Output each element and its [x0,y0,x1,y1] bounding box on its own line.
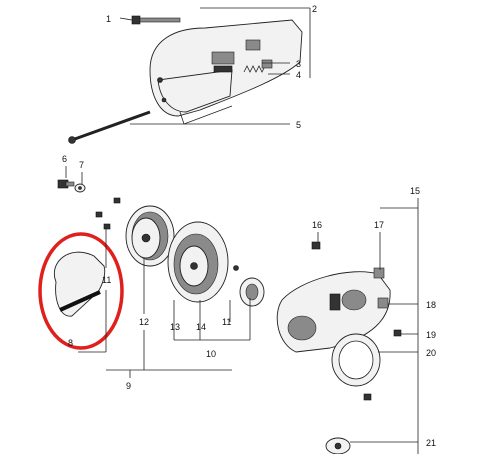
nut-18 [377,297,389,309]
callout-14: 14 [196,322,206,332]
gasket-ring-20 [331,333,381,387]
bolt-1 [131,15,181,25]
nut-17 [373,267,385,279]
callout-8: 8 [68,338,73,348]
callout-7: 7 [79,160,84,170]
callout-10: 10 [206,349,216,359]
callout-2: 2 [312,4,317,14]
belt-guard-cover [149,19,303,125]
spring-2 [243,65,266,73]
callout-1: 1 [106,14,111,24]
drive-pulley [125,205,175,267]
bearing-11 [239,277,265,307]
callout-16: 16 [312,220,322,230]
tensioner-housing [276,271,391,353]
part-21 [325,437,351,454]
screw-19 [393,329,402,337]
clutch-drum [167,221,229,303]
callout-19: 19 [426,330,436,340]
callout-11-left: 11 [102,275,111,285]
screw-16 [311,241,321,250]
screw-misc [363,393,372,401]
small-washer [233,265,239,271]
washer-7 [74,183,86,193]
callout-20: 20 [426,348,436,358]
middle-leader-lines [78,228,251,378]
right-leader-lines [317,198,419,454]
highlight-ellipse [38,232,124,350]
callout-9: 9 [126,381,131,391]
callout-12: 12 [139,317,149,327]
drive-belt [53,251,106,317]
callout-3: 3 [296,59,301,69]
callout-17: 17 [374,220,384,230]
callout-4: 4 [296,70,301,80]
callout-15: 15 [410,186,420,196]
callout-13: 13 [170,322,180,332]
callout-11-right: 11 [222,317,231,327]
callout-5: 5 [296,120,301,130]
screw-6 [57,179,75,189]
long-bolt-5 [68,110,151,144]
top-leader-lines [119,7,311,125]
callout-6: 6 [62,154,67,164]
callout-18: 18 [426,300,436,310]
screw-3 [261,59,273,69]
callout-21: 21 [426,438,436,448]
small-screws [95,197,121,230]
